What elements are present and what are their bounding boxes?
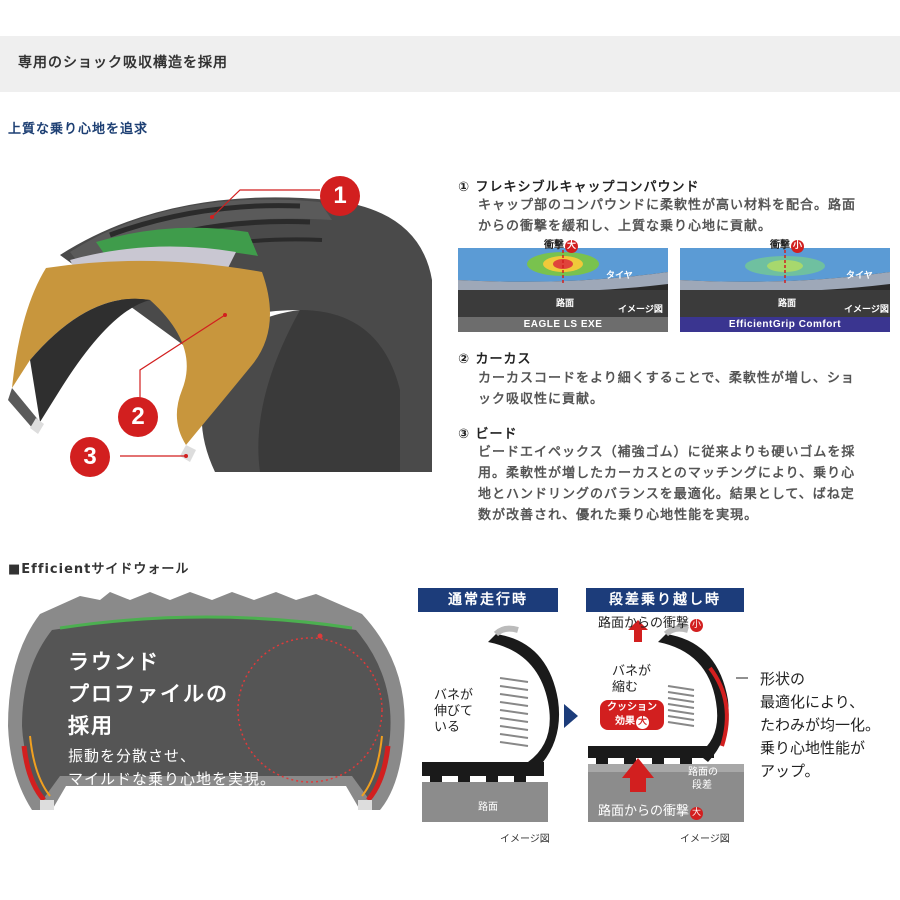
image-note: イメージ図 — [844, 305, 889, 315]
simulation-eagle-impact: 衝撃大 — [544, 236, 578, 253]
feature-1-line: からの衝撃を緩和し、上質な乗り心地に貢献。 — [478, 219, 773, 234]
impact-level: 大 — [565, 240, 578, 253]
spring-line: いる — [434, 720, 461, 735]
round-heading-line: ラウンド — [68, 650, 160, 674]
right-line: たわみが均一化。 — [760, 716, 881, 734]
step-line: 段差 — [692, 780, 712, 791]
simulation-eagle: 衝撃大 タイヤ 路面 イメージ図 EAGLE LS EXE — [458, 236, 668, 332]
feature-3-title: ③ ビード — [458, 427, 518, 442]
round-desc-line: 振動を分散させ、 — [68, 747, 197, 765]
simulation-efficientgrip-image — [680, 248, 890, 318]
badge-2: 2 — [118, 397, 158, 437]
simulation-efficientgrip-label: EfficientGrip Comfort — [680, 317, 890, 332]
impact-top-level: 小 — [690, 619, 704, 632]
round-profile-illustration — [8, 592, 405, 810]
feature-1-line: キャップ部のコンパウンドに柔軟性が高い材料を配合。路面 — [478, 198, 857, 213]
feature-2-desc: カーカスコードをより細くすることで、柔軟性が増し、ショ ック吸収性に貢献。 — [478, 368, 890, 410]
simulation-efficientgrip: 衝撃小 タイヤ 路面 イメージ図 EfficientGrip Comfort — [680, 236, 890, 332]
feature-3-line: 地とハンドリングのバランスを最適化。結果として、ばね定 — [478, 487, 855, 502]
image-note: イメージ図 — [618, 305, 663, 315]
right-line: 最適化により、 — [760, 693, 865, 711]
impact-label: 衝撃 — [770, 240, 790, 251]
page-title: 専用のショック吸収構造を採用 — [18, 55, 228, 71]
road-label: 路面 — [556, 299, 575, 309]
feature-3-line: 数が改善され、優れた乗り心地性能を実現。 — [478, 508, 759, 523]
step-line: 路面の — [688, 767, 718, 778]
section-subtitle: 上質な乗り心地を追求 — [8, 122, 149, 137]
spring-line: 伸びて — [434, 704, 474, 719]
tire-label: タイヤ — [846, 271, 873, 281]
round-heading-line: 採用 — [68, 714, 114, 738]
round-desc-line: マイルドな乗り心地を実現。 — [68, 770, 277, 788]
cushion-effect: 効果 — [615, 716, 635, 727]
right-line: 乗り心地性能が — [760, 739, 866, 757]
step-level-label: 路面の 段差 — [688, 766, 718, 792]
impact-bottom-level: 大 — [690, 807, 704, 820]
feature-3-line: 用。柔軟性が増したカーカスとのマッチングにより、乗り心 — [478, 466, 856, 481]
feature-3-line: ビードエイペックス（補強ゴム）に従来よりも硬いゴムを採 — [478, 445, 856, 460]
feature-1-desc: キャップ部のコンパウンドに柔軟性が高い材料を配合。路面 からの衝撃を緩和し、上質… — [478, 195, 890, 237]
cushion-line: 効果大 — [600, 715, 664, 729]
feature-2-line: ック吸収性に貢献。 — [478, 392, 605, 407]
tire-cutaway-illustration — [8, 189, 432, 472]
impact-bottom-label: 路面からの衝撃 — [598, 804, 690, 819]
simulation-efficientgrip-impact: 衝撃小 — [770, 236, 804, 253]
road-label: 路面 — [778, 299, 797, 309]
badge-3: 3 — [70, 437, 110, 477]
header-band — [0, 36, 900, 92]
feature-2-title: ② カーカス — [458, 352, 532, 367]
round-image-note: イメージ図 — [284, 804, 334, 815]
spring-line: 縮む — [612, 680, 639, 695]
feature-3-desc: ビードエイペックス（補強ゴム）に従来よりも硬いゴムを採 用。柔軟性が増したカーカ… — [478, 442, 890, 526]
round-heading-line: プロファイルの — [68, 682, 229, 706]
step-driving-title: 段差乗り越し時 — [586, 588, 744, 612]
step-impact-bottom: 路面からの衝撃大 — [598, 804, 704, 820]
spring-line: バネが — [612, 664, 652, 679]
impact-level: 小 — [791, 240, 804, 253]
badge-1: 1 — [320, 176, 360, 216]
cushion-level: 大 — [636, 716, 649, 729]
step-spring-text: バネが 縮む — [612, 664, 651, 696]
feature-2-line: カーカスコードをより細くすることで、柔軟性が増し、ショ — [478, 371, 855, 386]
sidewall-section-title: ■Efficientサイドウォール — [8, 562, 190, 577]
shape-optimization-text: 形状の 最適化により、 たわみが均一化。 乗り心地性能が アップ。 — [760, 668, 880, 783]
cushion-badge: クッション 効果大 — [600, 700, 664, 730]
right-line: 形状の — [760, 670, 806, 688]
feature-1-title: ① フレキシブルキャップコンパウンド — [458, 180, 700, 195]
normal-driving-title: 通常走行時 — [418, 588, 558, 612]
spring-line: バネが — [434, 688, 474, 703]
right-line: アップ。 — [760, 762, 820, 780]
step-image-note: イメージ図 — [680, 834, 730, 845]
cushion-line: クッション — [607, 702, 657, 713]
simulation-eagle-image — [458, 248, 668, 318]
impact-top-label: 路面からの衝撃 — [598, 616, 690, 631]
normal-spring-text: バネが 伸びて いる — [434, 688, 473, 736]
tire-label: タイヤ — [606, 271, 633, 281]
step-impact-top: 路面からの衝撃小 — [598, 616, 704, 632]
impact-label: 衝撃 — [544, 240, 564, 251]
comparison-diagram — [422, 620, 748, 822]
normal-image-note: イメージ図 — [500, 834, 550, 845]
simulation-eagle-label: EAGLE LS EXE — [458, 317, 668, 332]
normal-road-label: 路面 — [478, 802, 498, 813]
